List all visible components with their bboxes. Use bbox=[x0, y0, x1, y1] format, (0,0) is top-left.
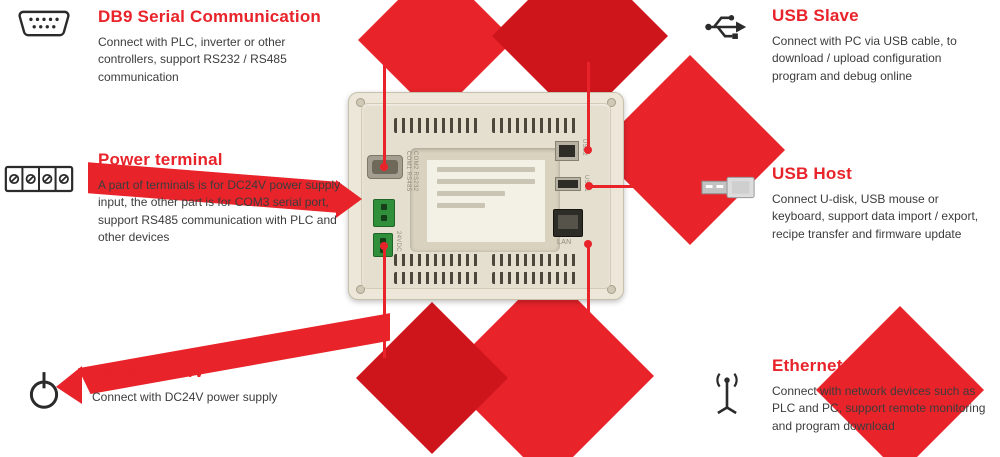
leader-usb-slave-dot bbox=[584, 146, 592, 154]
callout-usb-slave: USB Slave Connect with PC via USB cable,… bbox=[772, 6, 987, 85]
device-rating-label bbox=[426, 159, 546, 243]
callout-usb-slave-title: USB Slave bbox=[772, 6, 859, 25]
leader-power bbox=[383, 246, 386, 358]
callout-terminal-body: A part of terminals is for DC24V power s… bbox=[98, 178, 341, 245]
label-text-bar bbox=[437, 179, 535, 184]
label-text-bar bbox=[437, 167, 535, 172]
vent-grille bbox=[394, 272, 478, 284]
power-icon bbox=[26, 368, 62, 419]
screw-icon bbox=[356, 98, 365, 107]
leader-db9 bbox=[383, 56, 386, 168]
callout-usb-host-title: USB Host bbox=[772, 164, 852, 183]
callout-usb-host: USB Host Connect U-disk, USB mouse or ke… bbox=[772, 164, 990, 243]
leader-db9-dot bbox=[380, 163, 388, 171]
terminal-hole bbox=[380, 238, 386, 244]
leader-lan-dot bbox=[584, 240, 592, 248]
vent-grille bbox=[492, 254, 576, 266]
com1-port-label: COM1 RS485 bbox=[405, 151, 411, 192]
screw-icon bbox=[607, 98, 616, 107]
device-recess bbox=[410, 148, 560, 252]
usb-b-socket bbox=[559, 145, 575, 157]
usb-host-port bbox=[555, 177, 581, 191]
terminal-hole bbox=[381, 204, 387, 210]
callout-ethernet-title: Ethernet bbox=[772, 356, 843, 375]
leader-usb-slave bbox=[587, 62, 590, 150]
usb-slave-port bbox=[555, 141, 579, 161]
vent-grille bbox=[492, 118, 576, 133]
leader-usb-host-dot bbox=[585, 182, 593, 190]
callout-ethernet: Ethernet Connect with network devices su… bbox=[772, 356, 990, 435]
callout-power-body: Connect with DC24V power supply bbox=[92, 390, 278, 404]
usb-plug-icon bbox=[700, 172, 758, 207]
callout-db9-body: Connect with PLC, inverter or other cont… bbox=[98, 35, 287, 84]
vent-grille bbox=[394, 254, 478, 266]
lan-port-label: LAN bbox=[557, 239, 572, 246]
rj45-socket bbox=[558, 215, 578, 229]
com3-terminal-port bbox=[373, 199, 395, 227]
terminal-hole bbox=[381, 215, 387, 221]
hmi-device-rear-panel: COM1 RS485 COM2 RS232 24VDC USB2 USB1 LA… bbox=[348, 92, 624, 300]
callout-terminal-title: Power terminal bbox=[98, 150, 223, 169]
callout-terminal: Power terminal A part of terminals is fo… bbox=[98, 150, 348, 247]
usb-a-socket bbox=[558, 180, 578, 188]
screw-icon bbox=[356, 285, 365, 294]
leader-usb-host bbox=[589, 185, 701, 188]
leader-lan bbox=[587, 244, 590, 344]
usb-logo-icon bbox=[702, 4, 748, 55]
label-text-bar bbox=[437, 191, 505, 196]
callout-power: Power DC24V Connect with DC24V power sup… bbox=[92, 362, 342, 406]
vent-grille bbox=[394, 118, 478, 133]
antenna-icon bbox=[706, 368, 748, 421]
callout-power-title: Power DC24V bbox=[92, 362, 205, 381]
com2-port-label: COM2 RS232 bbox=[412, 151, 418, 192]
power-port-label: 24VDC bbox=[395, 231, 401, 252]
callout-usb-slave-body: Connect with PC via USB cable, to downlo… bbox=[772, 34, 957, 83]
label-text-bar bbox=[437, 203, 485, 208]
device-back-plate bbox=[361, 103, 611, 289]
vent-grille bbox=[492, 272, 576, 284]
db9-connector-icon bbox=[16, 6, 72, 47]
lan-port bbox=[553, 209, 583, 237]
terminal-block-icon bbox=[4, 164, 74, 199]
callout-ethernet-body: Connect with network devices such as PLC… bbox=[772, 384, 986, 433]
screw-icon bbox=[607, 285, 616, 294]
callout-usb-host-body: Connect U-disk, USB mouse or keyboard, s… bbox=[772, 192, 979, 241]
leader-power-dot bbox=[380, 242, 388, 250]
callout-db9: DB9 Serial Communication Connect with PL… bbox=[98, 7, 343, 86]
callout-db9-title: DB9 Serial Communication bbox=[98, 7, 322, 26]
